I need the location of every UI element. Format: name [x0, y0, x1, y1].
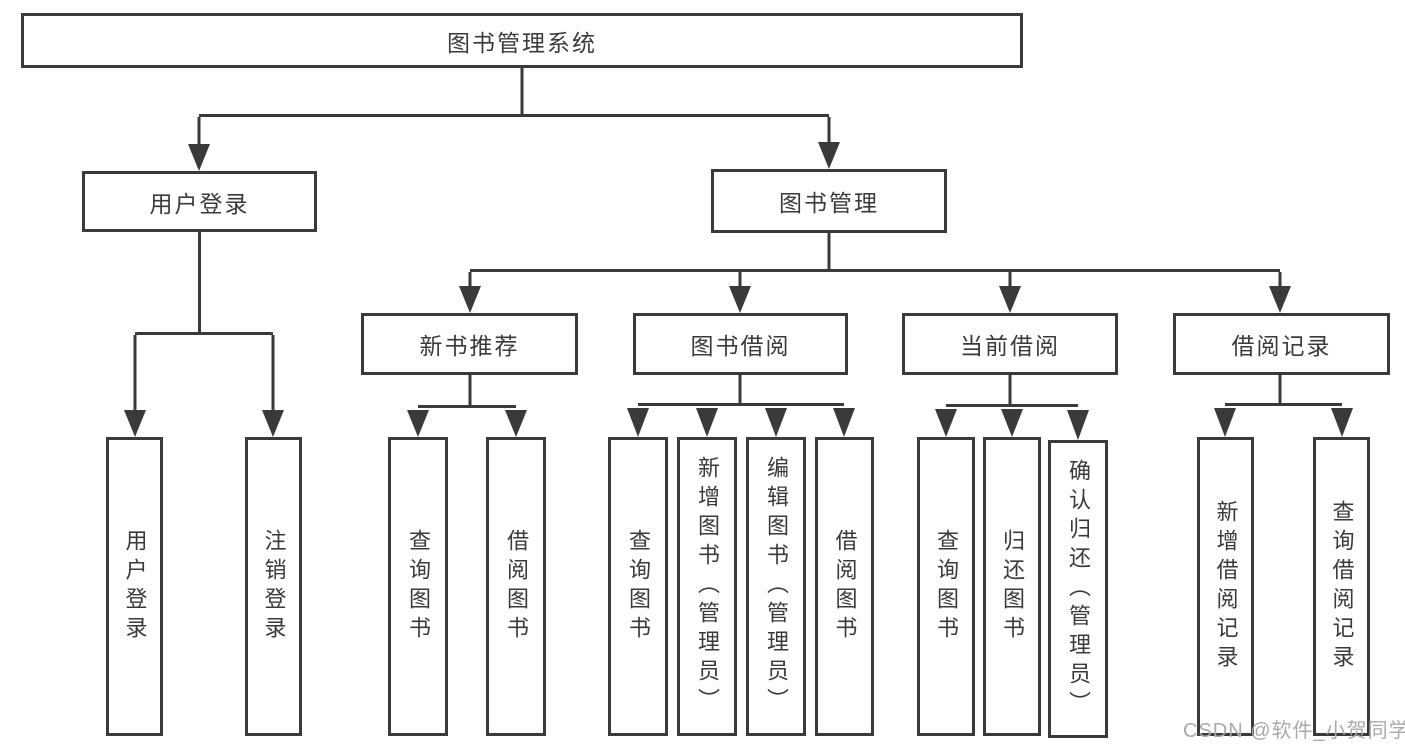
leaf-query-books-recommend: 查询图书 [388, 437, 448, 736]
node-book-management: 图书管理 [711, 169, 947, 233]
node-library-management-system: 图书管理系统 [21, 13, 1023, 68]
csdn-watermark: CSDN @软件_小贺同学 [1183, 720, 1405, 742]
leaf-return-books: 归还图书 [983, 437, 1041, 736]
node-current-borrowing: 当前借阅 [902, 313, 1118, 375]
node-new-book-recommend: 新书推荐 [361, 313, 578, 375]
node-user-login: 用户登录 [82, 171, 317, 232]
node-borrowing-records: 借阅记录 [1173, 313, 1390, 375]
leaf-query-books-borrowing: 查询图书 [608, 437, 668, 736]
leaf-query-borrow-record: 查询借阅记录 [1313, 437, 1370, 736]
leaf-borrow-books-recommend: 借阅图书 [486, 437, 546, 736]
node-book-borrowing: 图书借阅 [633, 313, 848, 375]
leaf-add-borrow-record: 新增借阅记录 [1197, 437, 1254, 736]
leaf-confirm-return-admin: 确认归还（管理员） [1048, 440, 1108, 738]
leaf-edit-book-admin: 编辑图书（管理员） [746, 437, 806, 736]
leaf-query-books-current: 查询图书 [917, 437, 975, 736]
leaf-add-book-admin: 新增图书（管理员） [677, 437, 737, 736]
leaf-borrow-books: 借阅图书 [815, 437, 874, 736]
leaf-logout: 注销登录 [245, 437, 302, 736]
leaf-user-login: 用户登录 [106, 437, 163, 736]
